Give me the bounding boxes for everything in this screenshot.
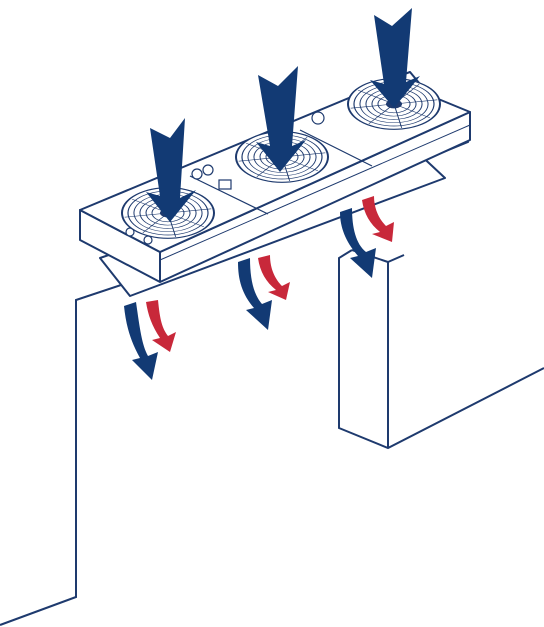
- column-outline: [338, 249, 544, 450]
- left-wall-line: [0, 281, 131, 626]
- warm-air-arrow-3-icon: [362, 196, 394, 242]
- top-details: [125, 111, 373, 245]
- intake-arrow-1-icon: [146, 118, 196, 222]
- cold-air-arrow-1-icon: [124, 302, 158, 380]
- warm-air-arrow-2-icon: [258, 255, 290, 300]
- junction-box-icon: [218, 179, 232, 190]
- discharge-arrows: [124, 196, 394, 380]
- control-knob-icon: [191, 168, 203, 180]
- cold-air-arrow-3-icon: [340, 208, 376, 278]
- intake-arrows: [146, 8, 420, 222]
- control-knob-icon: [202, 164, 214, 176]
- warm-air-arrow-1-icon: [146, 300, 176, 352]
- wall-outline: [0, 249, 544, 626]
- control-knob-icon: [311, 111, 325, 125]
- intake-arrow-3-icon: [370, 8, 420, 108]
- cold-air-arrow-2-icon: [238, 258, 272, 330]
- intake-arrow-2-icon: [256, 66, 306, 172]
